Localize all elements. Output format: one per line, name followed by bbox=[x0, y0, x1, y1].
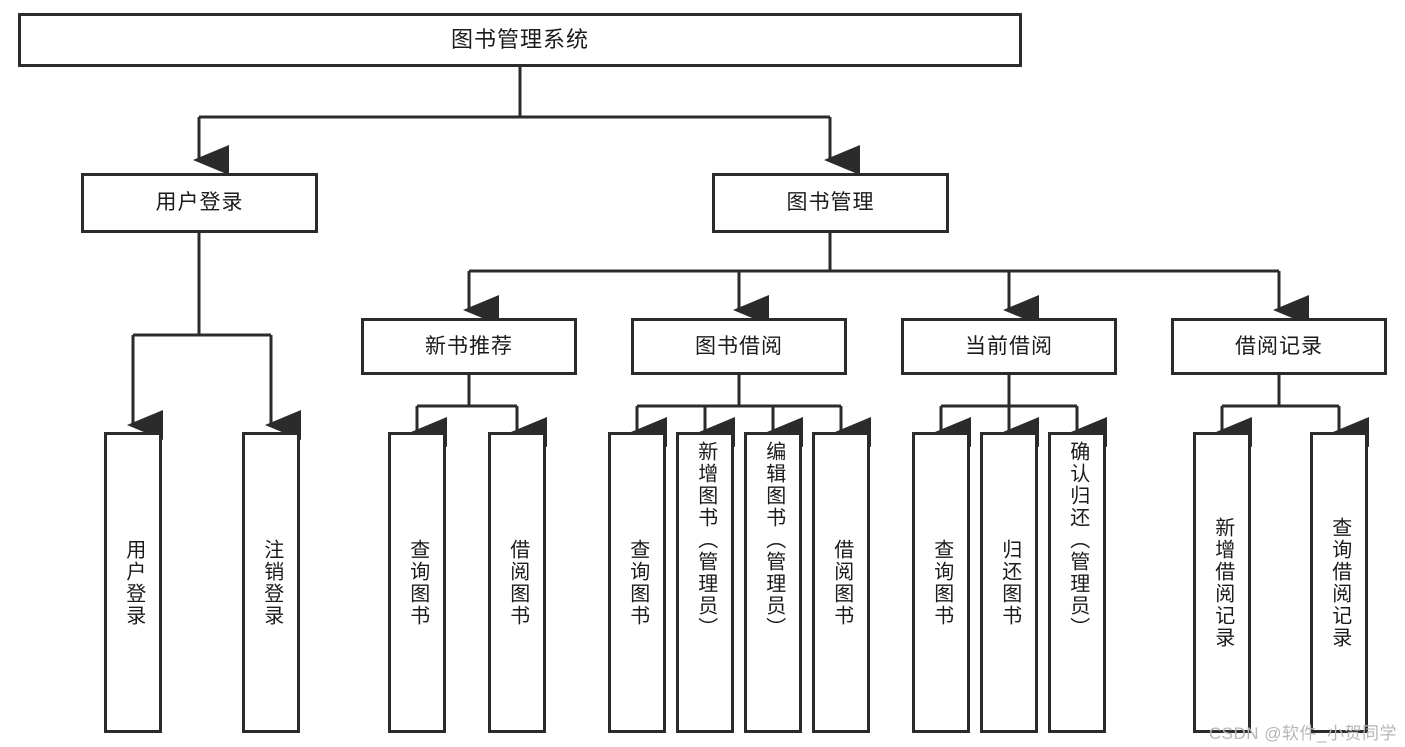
node-leaf-return-book[interactable]: 归还图书 bbox=[980, 432, 1038, 733]
node-leaf-confirm-return-label: 确认归还（管理员） bbox=[1066, 441, 1089, 639]
watermark-text: CSDN @软件_小贺同学 bbox=[1208, 724, 1397, 743]
node-leaf-query-book-1-label: 查询图书 bbox=[406, 538, 429, 627]
node-borrow-record[interactable]: 借阅记录 bbox=[1171, 318, 1387, 375]
node-leaf-query-book-2-label: 查询图书 bbox=[626, 538, 649, 627]
node-user-login[interactable]: 用户登录 bbox=[81, 173, 318, 233]
node-leaf-borrow-book-1[interactable]: 借阅图书 bbox=[488, 432, 546, 733]
node-borrow-record-label: 借阅记录 bbox=[1235, 334, 1323, 358]
node-leaf-add-book-label: 新增图书（管理员） bbox=[694, 441, 717, 639]
node-leaf-add-record[interactable]: 新增借阅记录 bbox=[1193, 432, 1251, 733]
node-leaf-query-book-2[interactable]: 查询图书 bbox=[608, 432, 666, 733]
node-leaf-query-book-1[interactable]: 查询图书 bbox=[388, 432, 446, 733]
node-root[interactable]: 图书管理系统 bbox=[18, 13, 1022, 67]
node-leaf-confirm-return[interactable]: 确认归还（管理员） bbox=[1048, 432, 1106, 733]
node-leaf-borrow-book-2[interactable]: 借阅图书 bbox=[812, 432, 870, 733]
node-leaf-query-book-3-label: 查询图书 bbox=[930, 538, 953, 627]
node-book-management-label: 图书管理 bbox=[786, 191, 875, 215]
node-leaf-query-book-3[interactable]: 查询图书 bbox=[912, 432, 970, 733]
node-book-borrow[interactable]: 图书借阅 bbox=[631, 318, 847, 375]
node-leaf-user-login[interactable]: 用户登录 bbox=[104, 432, 162, 733]
node-leaf-query-record[interactable]: 查询借阅记录 bbox=[1310, 432, 1368, 733]
node-leaf-user-login-label: 用户登录 bbox=[122, 538, 145, 627]
node-leaf-return-book-label: 归还图书 bbox=[998, 538, 1021, 627]
node-leaf-query-record-label: 查询借阅记录 bbox=[1328, 516, 1351, 649]
node-current-borrow-label: 当前借阅 bbox=[965, 334, 1053, 358]
node-new-book-recommend-label: 新书推荐 bbox=[425, 334, 513, 358]
node-leaf-edit-book[interactable]: 编辑图书（管理员） bbox=[744, 432, 802, 733]
node-root-label: 图书管理系统 bbox=[450, 26, 589, 52]
node-leaf-add-record-label: 新增借阅记录 bbox=[1211, 516, 1234, 649]
node-leaf-add-book[interactable]: 新增图书（管理员） bbox=[676, 432, 734, 733]
node-leaf-logout-login-label: 注销登录 bbox=[260, 538, 283, 627]
node-book-management[interactable]: 图书管理 bbox=[712, 173, 949, 233]
node-book-borrow-label: 图书借阅 bbox=[695, 334, 783, 358]
node-current-borrow[interactable]: 当前借阅 bbox=[901, 318, 1117, 375]
node-leaf-borrow-book-1-label: 借阅图书 bbox=[506, 538, 529, 627]
node-user-login-label: 用户登录 bbox=[155, 191, 244, 215]
node-leaf-borrow-book-2-label: 借阅图书 bbox=[830, 538, 853, 627]
node-leaf-logout-login[interactable]: 注销登录 bbox=[242, 432, 300, 733]
node-new-book-recommend[interactable]: 新书推荐 bbox=[361, 318, 577, 375]
node-leaf-edit-book-label: 编辑图书（管理员） bbox=[762, 441, 785, 639]
